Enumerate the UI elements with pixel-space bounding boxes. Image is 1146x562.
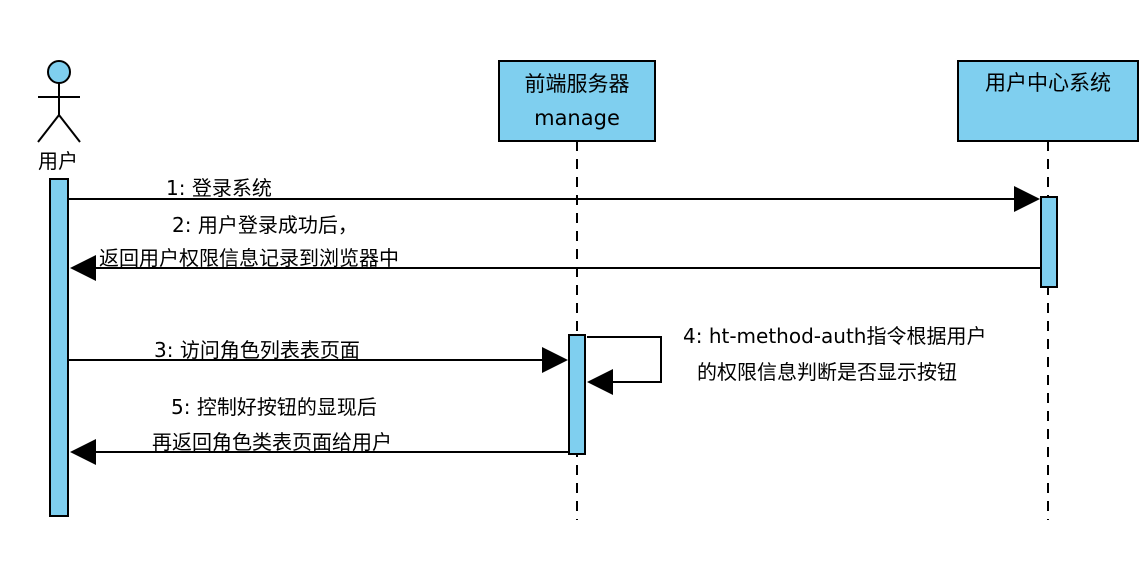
- frontend-server-box: 前端服务器 manage: [498, 60, 656, 142]
- user-actor-label: 用户: [38, 149, 78, 173]
- message-3-arrow: [69, 347, 568, 373]
- message-2-arrow: [70, 255, 1040, 281]
- message-3-label: 3: 访问角色列表表页面: [154, 338, 360, 362]
- message-2-label-line2: 返回用户权限信息记录到浏览器中: [99, 246, 399, 270]
- usercenter-activation-bar: [1040, 196, 1058, 288]
- user-actor-icon: [37, 60, 81, 143]
- frontend-activation-bar: [568, 334, 586, 455]
- frontend-server-label: 前端服务器: [524, 72, 630, 96]
- message-4-label-line1: 4: ht-method-auth指令根据用户: [683, 324, 987, 348]
- message-2-label-line1: 2: 用户登录成功后，: [172, 213, 358, 237]
- message-1-label: 1: 登录系统: [166, 176, 272, 200]
- message-5-arrow: [70, 439, 568, 465]
- user-activation-bar: [49, 178, 69, 517]
- user-center-system-label: 用户中心系统: [985, 71, 1111, 95]
- message-5-label-line1: 5: 控制好按钮的显现后: [171, 395, 377, 419]
- message-4-label-line2: 的权限信息判断是否显示按钮: [697, 360, 957, 384]
- message-5-label-line2: 再返回角色类表页面给用户: [152, 430, 392, 454]
- message-4-self-arrow: [587, 336, 662, 395]
- message-1-arrow: [69, 186, 1040, 212]
- frontend-server-sublabel: manage: [534, 106, 620, 130]
- user-center-system-box: 用户中心系统: [957, 60, 1139, 142]
